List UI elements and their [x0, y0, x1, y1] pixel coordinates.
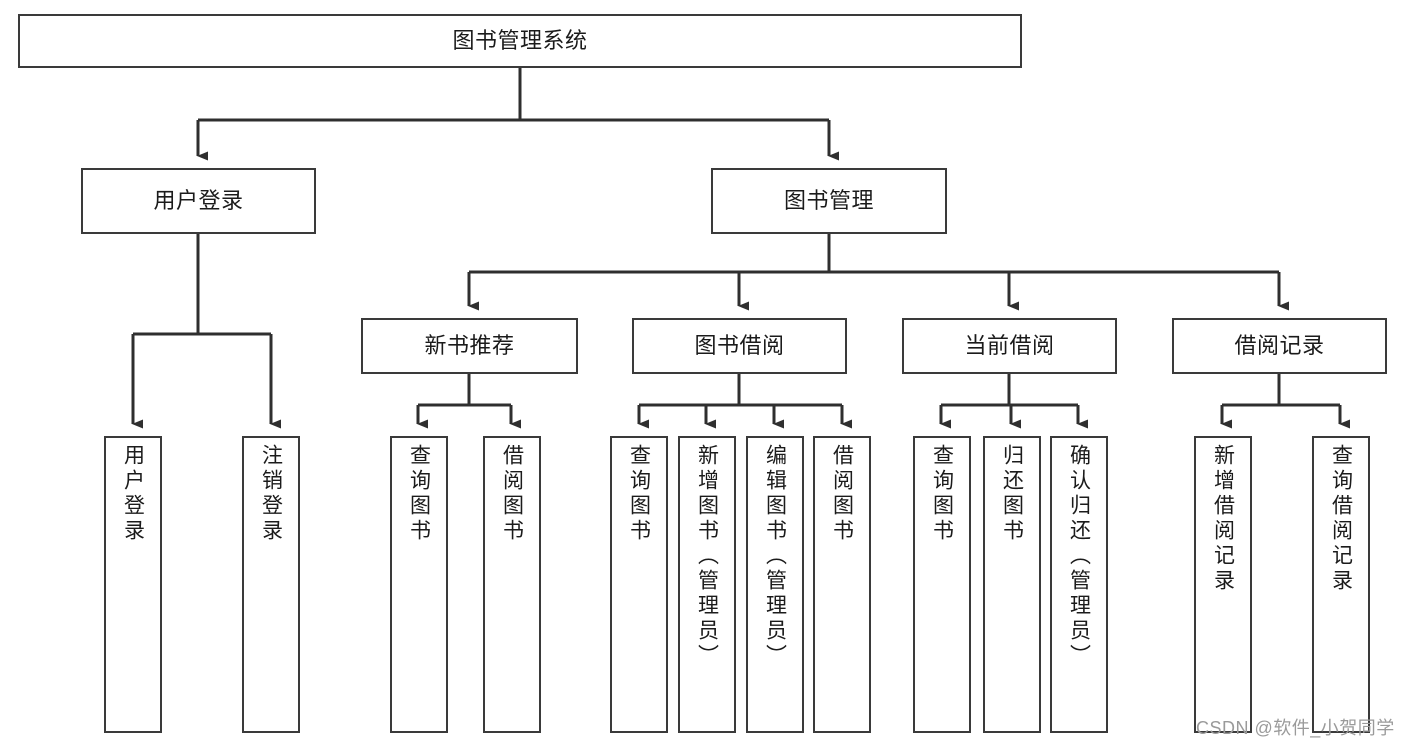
- leaf-borrow-book-2[interactable]: 借阅图书: [813, 436, 871, 733]
- leaf-borrow-book-2-label: 借阅图书: [830, 444, 854, 544]
- node-book-manage[interactable]: 图书管理: [711, 168, 947, 234]
- node-current-borrow-label: 当前借阅: [964, 332, 1055, 358]
- leaf-borrow-book-1[interactable]: 借阅图书: [483, 436, 541, 733]
- leaf-return-book[interactable]: 归还图书: [983, 436, 1041, 733]
- node-book-manage-label: 图书管理: [783, 187, 874, 213]
- node-book-borrow-label: 图书借阅: [694, 332, 785, 358]
- leaf-confirm-return[interactable]: 确认归还（管理员）: [1050, 436, 1108, 733]
- node-borrow-record[interactable]: 借阅记录: [1172, 318, 1387, 374]
- node-user-login-label: 用户登录: [153, 187, 244, 213]
- node-new-book-recommend[interactable]: 新书推荐: [361, 318, 578, 374]
- leaf-add-record[interactable]: 新增借阅记录: [1194, 436, 1252, 733]
- leaf-return-book-label: 归还图书: [1000, 444, 1024, 544]
- leaf-query-record-label: 查询借阅记录: [1329, 444, 1353, 594]
- node-user-login[interactable]: 用户登录: [81, 168, 316, 234]
- leaf-edit-book-label: 编辑图书（管理员）: [763, 444, 787, 669]
- leaf-edit-book[interactable]: 编辑图书（管理员）: [746, 436, 804, 733]
- node-root[interactable]: 图书管理系统: [18, 14, 1022, 68]
- leaf-borrow-book-1-label: 借阅图书: [500, 444, 524, 544]
- leaf-add-record-label: 新增借阅记录: [1211, 444, 1235, 594]
- leaf-logout-label: 注销登录: [259, 444, 283, 544]
- leaf-add-book-label: 新增图书（管理员）: [695, 444, 719, 669]
- leaf-add-book[interactable]: 新增图书（管理员）: [678, 436, 736, 733]
- node-borrow-record-label: 借阅记录: [1234, 332, 1325, 358]
- leaf-query-book-2[interactable]: 查询图书: [610, 436, 668, 733]
- node-new-book-recommend-label: 新书推荐: [424, 332, 515, 358]
- node-current-borrow[interactable]: 当前借阅: [902, 318, 1117, 374]
- leaf-user-login-label: 用户登录: [121, 444, 145, 544]
- leaf-logout[interactable]: 注销登录: [242, 436, 300, 733]
- leaf-query-book-1-label: 查询图书: [407, 444, 431, 544]
- leaf-query-book-3-label: 查询图书: [930, 444, 954, 544]
- leaf-query-book-2-label: 查询图书: [627, 444, 651, 544]
- leaf-confirm-return-label: 确认归还（管理员）: [1067, 444, 1091, 669]
- leaf-query-record[interactable]: 查询借阅记录: [1312, 436, 1370, 733]
- node-root-label: 图书管理系统: [452, 27, 588, 53]
- node-book-borrow[interactable]: 图书借阅: [632, 318, 847, 374]
- leaf-user-login[interactable]: 用户登录: [104, 436, 162, 733]
- leaf-query-book-1[interactable]: 查询图书: [390, 436, 448, 733]
- leaf-query-book-3[interactable]: 查询图书: [913, 436, 971, 733]
